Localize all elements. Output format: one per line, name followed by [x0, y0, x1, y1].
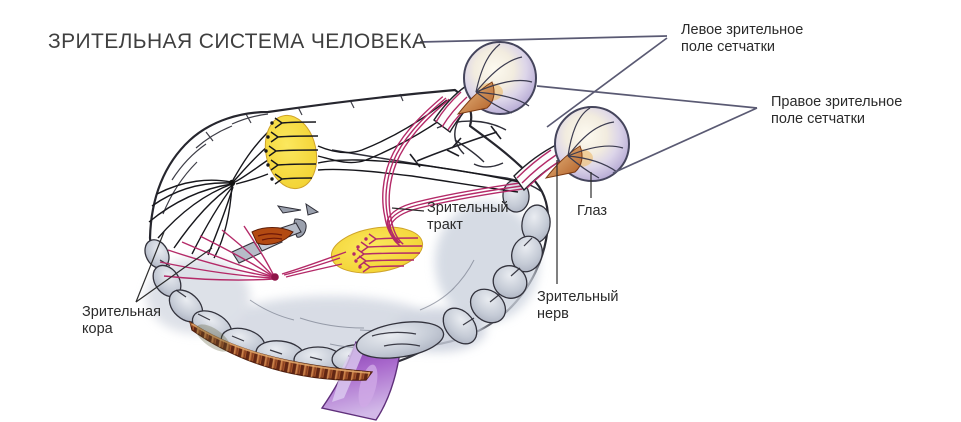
lateral-geniculate-upper [264, 114, 319, 190]
optic-nerve-right [513, 143, 567, 192]
leader-left-field-b [546, 37, 668, 128]
sulcus-mark [409, 125, 502, 168]
leader-right-field-b [612, 107, 758, 174]
label-left-visual-field: Левое зрительное поле сетчатки [681, 22, 804, 56]
label-optic-tract: Зрительный тракт [427, 200, 509, 234]
label-right-visual-field: Правое зрительное поле сетчатки [771, 94, 903, 128]
leader-visual-cortex-b [135, 247, 213, 303]
ventricles [276, 202, 320, 238]
optic-tract-fibers [159, 95, 524, 281]
label-eye: Глаз [577, 203, 608, 219]
leader-lines [135, 35, 758, 303]
brain-cross-section [144, 88, 551, 374]
cortex-terminal-point [271, 273, 279, 281]
label-optic-nerve: Зрительный нерв [537, 289, 619, 323]
leader-left-field-a [419, 35, 668, 43]
leader-right-field-a [536, 85, 758, 109]
visual-cortex-band [189, 320, 445, 381]
page-title: ЗРИТЕЛЬНАЯ СИСТЕМА ЧЕЛОВЕКА [48, 30, 427, 53]
leader-visual-cortex-a [135, 231, 165, 303]
left-eyeball [456, 41, 537, 115]
right-eyeball [544, 106, 630, 182]
label-visual-cortex: Зрительная кора [82, 304, 161, 338]
eye-meridians [567, 107, 624, 179]
leader-optic-tract [391, 207, 425, 212]
eye-meridians [475, 43, 533, 114]
cut-flaps [231, 222, 302, 264]
lateral-geniculate-lower [330, 226, 424, 274]
